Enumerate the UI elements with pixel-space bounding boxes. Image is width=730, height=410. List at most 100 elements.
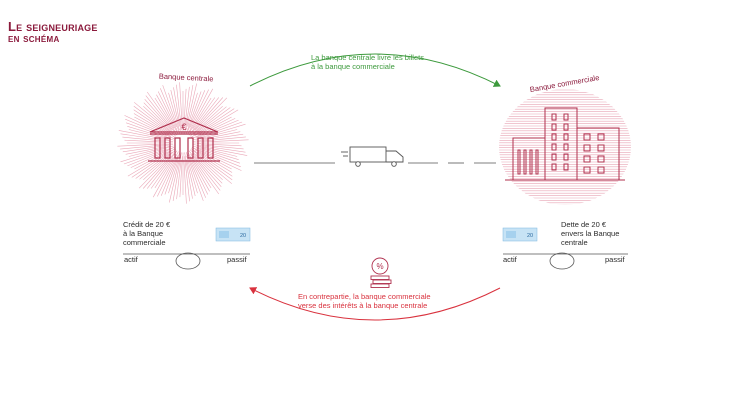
central-bank-building-icon [148, 117, 220, 162]
sunburst-ray [173, 87, 182, 134]
sunburst-ray [133, 113, 169, 134]
sunburst-ray [134, 151, 168, 170]
central-bank-actif-label: actif [124, 255, 138, 264]
sunburst-ray [183, 160, 187, 204]
sunburst-ray [192, 152, 223, 184]
commercial-bank-label: Banque commerciale [529, 73, 600, 94]
commercial-bank-hatch [499, 89, 631, 205]
sunburst-ray [122, 136, 166, 142]
sunburst-ray [188, 97, 220, 136]
building-window [551, 133, 557, 141]
sunburst-ray [196, 143, 242, 147]
central-bank-banknote-icon: 20 [215, 227, 251, 242]
central-bank-label: Banque centrale [159, 72, 214, 84]
sunburst-ray [200, 147, 238, 157]
sunburst-ray [169, 155, 181, 203]
sunburst-ray [134, 116, 172, 137]
central-bank-credit-text: Crédit de 20 € à la Banque commerciale [123, 220, 203, 248]
sunburst-ray [187, 88, 214, 135]
sunburst-ray [120, 144, 170, 150]
central-bank-passif-label: passif [227, 255, 247, 264]
building-window [563, 163, 569, 171]
building-window [551, 113, 557, 121]
sunburst-ray [199, 121, 243, 138]
credit-line-2: à la Banque [123, 228, 164, 238]
sunburst-ray [146, 91, 176, 132]
sunburst-ray [127, 148, 171, 167]
sunburst-ray [164, 151, 181, 195]
sunburst-ray [143, 102, 174, 134]
sunburst-ray [192, 144, 246, 153]
sunburst-ray [133, 109, 176, 138]
sunburst-ray [189, 97, 212, 132]
building-window [583, 133, 591, 141]
building-window [563, 133, 569, 141]
debt-line-1: Dette de 20 € [561, 220, 607, 229]
commercial-bank-passif-label: passif [605, 255, 625, 264]
sunburst-ray [192, 145, 239, 160]
commercial-bank-building-icon [505, 107, 625, 181]
sunburst-ray [124, 139, 170, 143]
sunburst-ray [128, 146, 170, 157]
sunburst-ray [179, 156, 183, 198]
sunburst-ray [196, 107, 231, 133]
sunburst-ray [154, 154, 177, 189]
sunburst-ray [200, 139, 249, 143]
interest-caption-line-2: verse des intérêts à la banque centrale [298, 300, 428, 310]
debt-line-2: envers la Banque [561, 228, 620, 238]
building-window [583, 166, 591, 174]
building-window [583, 144, 591, 152]
building-window [597, 133, 605, 141]
sunburst-ray [195, 119, 239, 138]
commercial-bank-banknote-icon: 20 [502, 227, 538, 242]
central-bank-sunburst [117, 82, 249, 204]
commercial-bank-debt-text: Dette de 20 € envers la Banque centrale [561, 220, 641, 248]
interest-caption: En contrepartie, la banque commerciale v… [298, 292, 478, 311]
sunburst-ray [194, 149, 232, 170]
euro-symbol: € [181, 122, 186, 132]
sunburst-ray [192, 133, 244, 142]
sunburst-ray [184, 85, 194, 134]
sunburst-ray [184, 86, 190, 127]
sunburst-ray [150, 157, 174, 189]
sunburst-ray [193, 151, 233, 181]
building-window [597, 144, 605, 152]
building-window [517, 149, 521, 175]
sunburst-ray [124, 115, 175, 139]
sunburst-ray [131, 148, 176, 178]
building-window [563, 113, 569, 121]
commercial-bank-label-text: Banque commerciale [529, 73, 600, 94]
sunburst-ray [200, 131, 241, 140]
sunburst-ray [168, 92, 180, 131]
sunburst-ray [126, 122, 170, 139]
sunburst-ray [189, 149, 223, 181]
building-window [551, 143, 557, 151]
sunburst-ray [193, 106, 227, 135]
sunburst-ray [130, 147, 175, 168]
sunburst-ray [145, 95, 178, 136]
sunburst-ray [184, 156, 190, 202]
sunburst-ray [135, 153, 170, 179]
delivery-caption: La banque centrale livre les billets à l… [311, 53, 491, 72]
sunburst-ray [183, 88, 187, 130]
sunburst-ray [185, 91, 202, 135]
percent-symbol: % [376, 262, 383, 271]
sunburst-ray [191, 157, 212, 189]
central-bank-banknote-value: 20 [240, 233, 246, 239]
sunburst-ray [190, 89, 209, 128]
interest-arrow [249, 287, 501, 321]
sunburst-ray [120, 133, 174, 142]
sunburst-ray [185, 151, 204, 201]
sunburst-ray [196, 136, 246, 142]
page-title: Le seigneuriage en schéma [8, 20, 98, 45]
central-bank-balance-loop [175, 252, 201, 270]
delivery-arrow [249, 53, 501, 87]
commercial-bank-banknote-value: 20 [527, 233, 533, 239]
sunburst-ray [191, 147, 242, 171]
sunburst-ray [142, 153, 175, 189]
sunburst-ray [197, 152, 233, 173]
building-window [535, 149, 539, 175]
sunburst-ray [187, 92, 198, 127]
sunburst-ray [118, 130, 170, 141]
commercial-bank-balance-loop [549, 252, 575, 270]
